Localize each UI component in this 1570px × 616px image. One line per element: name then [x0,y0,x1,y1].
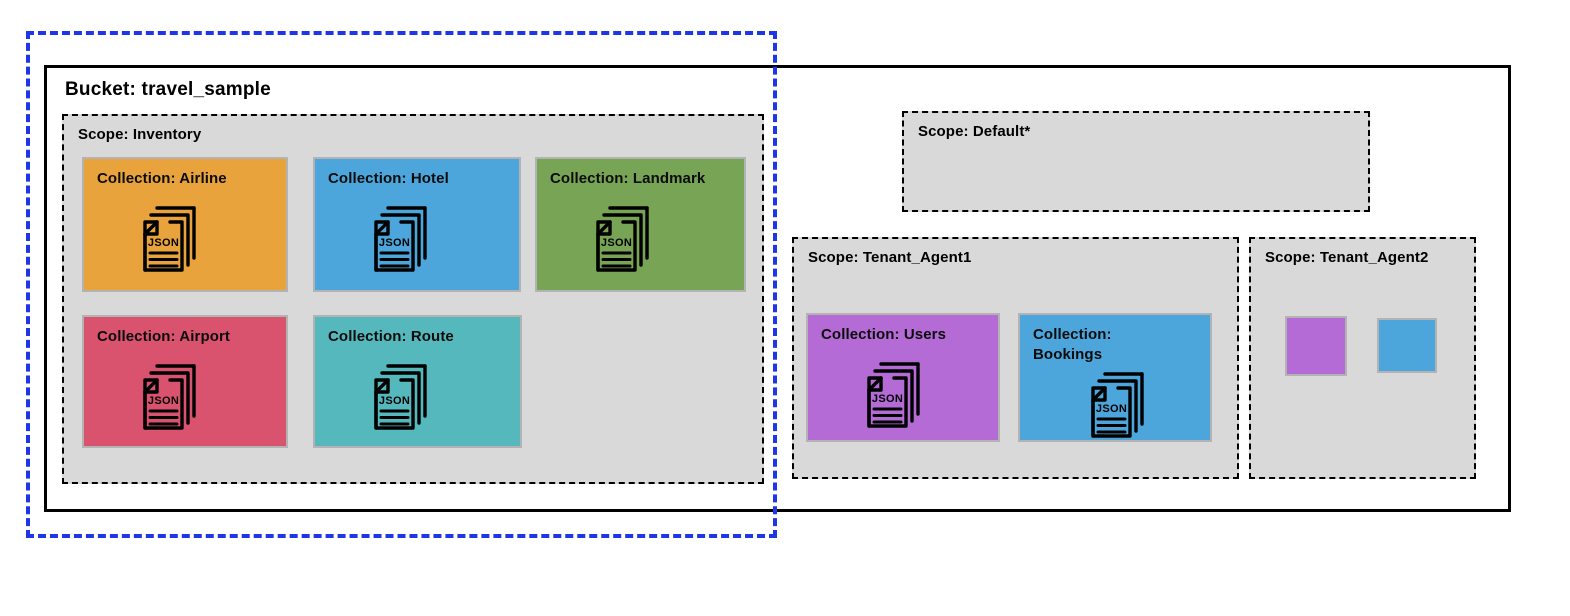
collection-swatch-purple[interactable] [1285,316,1347,376]
json-documents-stack-icon: JSON [1082,367,1160,446]
collection-card-airport[interactable]: Collection: Airport JSON [82,315,288,448]
collection-card-airline[interactable]: Collection: Airline JSON [82,157,288,292]
svg-text:JSON: JSON [1096,403,1127,415]
svg-text:JSON: JSON [872,393,903,405]
collection-card-bookings[interactable]: Collection: Bookings JSON [1018,313,1212,442]
svg-text:JSON: JSON [148,237,179,249]
json-documents-stack-icon: JSON [858,357,936,436]
svg-text:JSON: JSON [379,237,410,249]
bucket-title: Bucket: travel_sample [65,79,271,100]
json-documents-stack-icon: JSON [365,201,443,280]
collection-card-landmark[interactable]: Collection: Landmark JSON [535,157,746,292]
collection-label: Collection: Bookings [1033,326,1112,363]
collection-label: Collection: Users [821,326,947,343]
collection-card-route[interactable]: Collection: Route JSON [313,315,522,448]
svg-text:JSON: JSON [601,237,632,249]
collection-label: Collection: Landmark [550,170,706,187]
collection-card-hotel[interactable]: Collection: Hotel JSON [313,157,521,292]
scope-tenant-agent2: Scope: Tenant_Agent2 [1249,237,1476,479]
scope-default: Scope: Default* [902,111,1370,212]
json-documents-stack-icon: JSON [587,201,665,280]
collection-label: Collection: Airline [97,170,227,187]
json-documents-stack-icon: JSON [134,359,212,438]
scope-tenant-agent2-title: Scope: Tenant_Agent2 [1265,249,1429,266]
collection-label: Collection: Hotel [328,170,449,187]
json-documents-stack-icon: JSON [365,359,443,438]
svg-text:JSON: JSON [148,395,179,407]
collection-label: Collection: Route [328,328,454,345]
json-documents-stack-icon: JSON [134,201,212,280]
scope-tenant-agent1-title: Scope: Tenant_Agent1 [808,249,972,266]
collection-card-users[interactable]: Collection: Users JSON [806,313,1000,442]
svg-text:JSON: JSON [379,395,410,407]
collection-label: Collection: Airport [97,328,231,345]
collection-swatch-blue[interactable] [1377,318,1437,373]
scope-inventory-title: Scope: Inventory [78,126,202,143]
scope-default-title: Scope: Default* [918,123,1031,140]
